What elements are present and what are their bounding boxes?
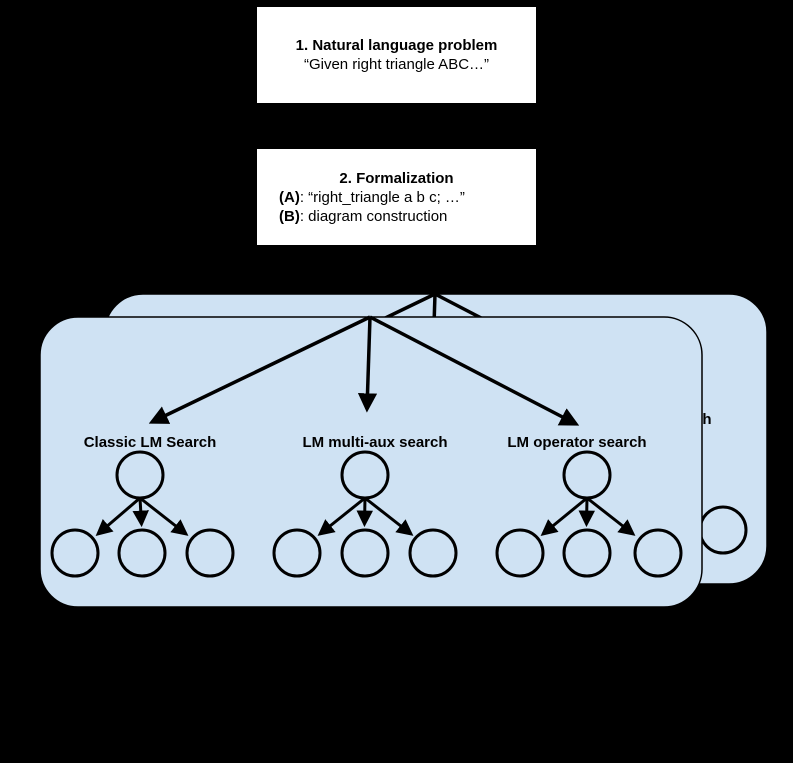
fan-arrow: [369, 315, 580, 426]
tree-edge-arrow: [586, 496, 636, 536]
box2-line-a: (A): “right_triangle a b c; …”: [279, 188, 536, 207]
tree-label: LM multi-aux search: [302, 434, 447, 451]
front-search-panel: Classic LM Search LM multi-aux search LM…: [39, 315, 703, 608]
box2-line-a-text: : “right_triangle a b c; …”: [299, 188, 465, 206]
tree-leaf-circle: [340, 528, 390, 578]
tree-edge-arrow: [95, 496, 141, 537]
tree-edge-arrow: [364, 496, 414, 536]
tree-edge-arrow: [132, 497, 149, 528]
tree-label: Classic LM Search: [84, 434, 217, 451]
formalization-box: 2. Formalization (A): “right_triangle a …: [255, 147, 538, 247]
front-panel-rect: [39, 316, 703, 608]
fan-arrow: [357, 316, 378, 413]
tree-edge-arrow: [317, 496, 366, 536]
box2-title: 2. Formalization: [339, 169, 454, 187]
tree-leaf-circle: [495, 528, 545, 578]
tree-edge-arrow: [540, 496, 588, 536]
tree-edge-arrow: [578, 497, 596, 528]
tree-leaf-circle: [408, 528, 458, 578]
box2-line-b-text: : diagram construction: [299, 207, 448, 225]
tree-leaf-circle: [117, 528, 167, 578]
tree-leaf-circle: [633, 528, 683, 578]
box2-line-b-label: (B): [279, 207, 300, 225]
tree-edge-arrow: [356, 497, 374, 528]
tree-leaf-circle: [50, 528, 100, 578]
tree-leaf-circle: [272, 528, 322, 578]
tree-leaf-circle: [562, 528, 612, 578]
box2-line-a-label: (A): [279, 188, 300, 206]
fan-arrow: [148, 315, 371, 424]
natural-language-problem-box: 1. Natural language problem “Given right…: [255, 5, 538, 105]
tree-edge-arrow: [139, 496, 189, 536]
box2-line-b: (B): diagram construction: [279, 207, 536, 226]
box1-title: 1. Natural language problem: [295, 37, 498, 54]
tree-leaf-circle: [185, 528, 235, 578]
box1-quote: “Given right triangle ABC…”: [303, 56, 490, 73]
tree-label: LM operator search: [507, 434, 646, 451]
